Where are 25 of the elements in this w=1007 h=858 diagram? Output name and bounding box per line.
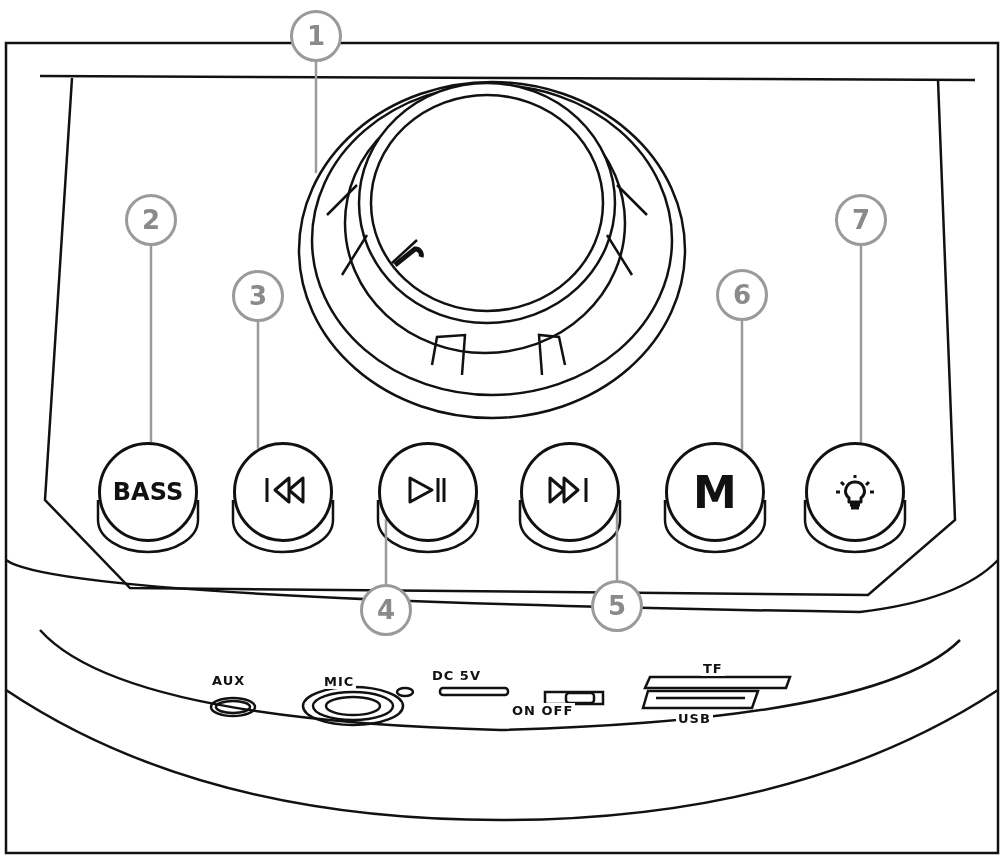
- play-pause-button: [378, 442, 478, 542]
- leader-line: [384, 519, 388, 584]
- leader-line: [314, 62, 318, 174]
- port-label: TF: [701, 661, 725, 676]
- callout-number: 7: [835, 194, 887, 246]
- callout-number: 4: [360, 584, 412, 636]
- leader-line: [615, 509, 619, 580]
- port-label: USB: [676, 711, 713, 726]
- bass-button: BASS: [98, 442, 198, 542]
- callout-number: 5: [591, 580, 643, 632]
- leader-line: [740, 321, 744, 450]
- port-label: DC 5V: [430, 668, 483, 683]
- previous-button: [233, 442, 333, 542]
- leader-line: [859, 246, 863, 443]
- callout-number: 3: [232, 270, 284, 322]
- callout-number: 6: [716, 269, 768, 321]
- leader-line: [149, 246, 153, 443]
- next-button: [520, 442, 620, 542]
- leader-line: [256, 322, 260, 449]
- light-button: [805, 442, 905, 542]
- mode-button: M: [665, 442, 765, 542]
- port-label: MIC: [322, 674, 357, 689]
- callout-number: 1: [290, 10, 342, 62]
- callout-number: 2: [125, 194, 177, 246]
- port-label: ON OFF: [510, 703, 576, 718]
